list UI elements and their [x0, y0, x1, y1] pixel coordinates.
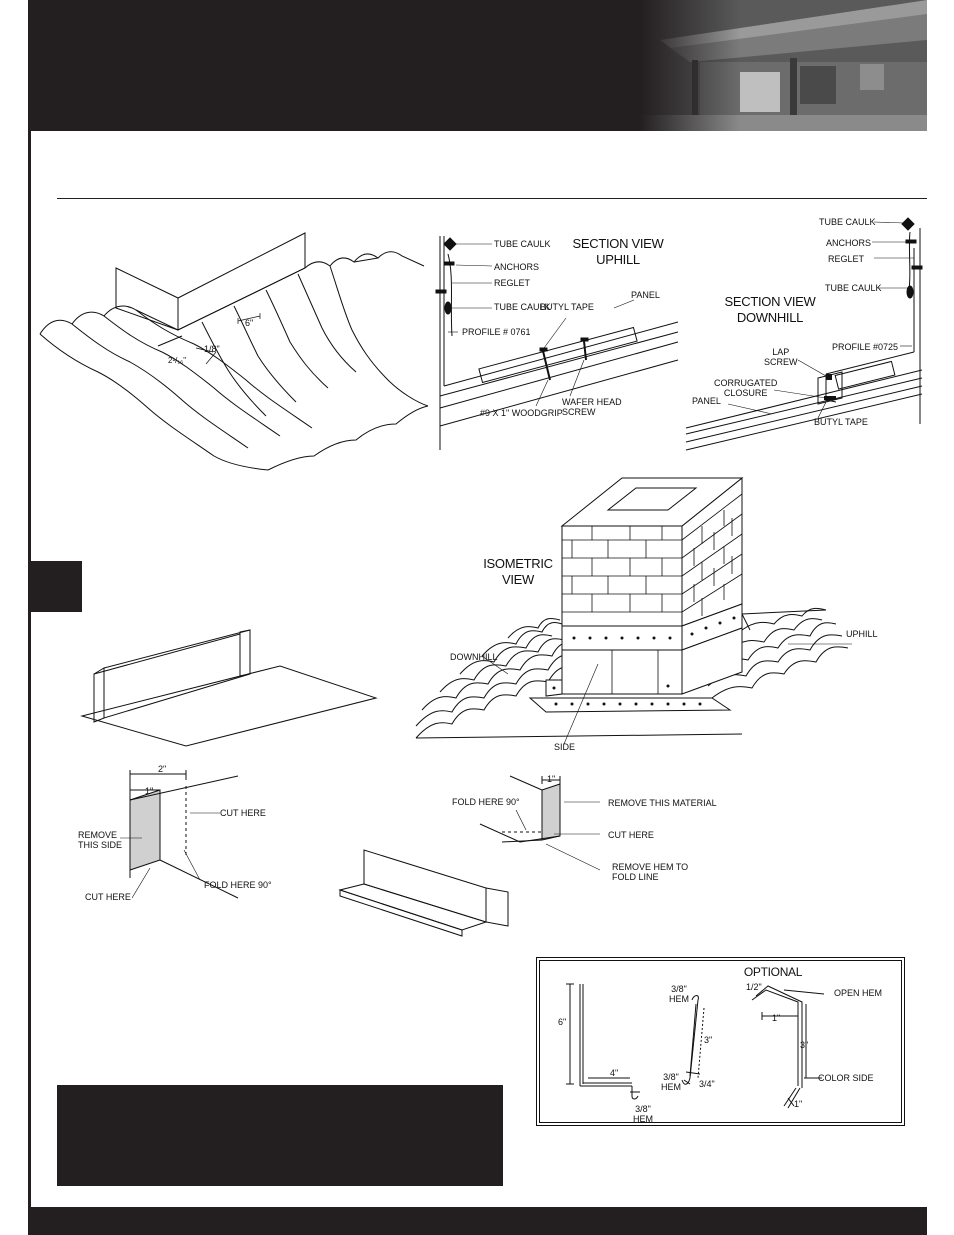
profile-hem-bottom: 3/8" HEM: [633, 1104, 653, 1124]
cut-left-cut-top-label: CUT HERE: [220, 808, 266, 818]
isometric-title: ISOMETRIC VIEW: [483, 556, 553, 587]
cut-left-cut-bottom-label: CUT HERE: [85, 892, 131, 902]
profiles-box: [536, 957, 905, 1126]
section-uphill-title: SECTION VIEW UPHILL: [572, 236, 664, 267]
cut-right-dim-1: 1": [547, 774, 556, 784]
uphill-tube-caulk-top-label: TUBE CAULK: [494, 239, 551, 249]
dim-1-8-label: 1/8": [204, 344, 220, 354]
profile-dim-1-2: 1/2": [746, 982, 762, 992]
downhill-reglet-label: REGLET: [828, 254, 865, 264]
profiles-box-inner: [539, 960, 902, 1123]
profile-open-hem: OPEN HEM: [834, 988, 883, 998]
formed-flashing-figure: [338, 849, 509, 937]
profile-dim-3-4: 3/4": [699, 1079, 715, 1089]
cut-left-remove-label: REMOVE THIS SIDE: [78, 830, 123, 850]
dim-2-1-16-label: 2¹/₁₆": [168, 356, 187, 365]
downhill-panel-label: PANEL: [692, 396, 721, 406]
downhill-closure-label: CORRUGATED CLOSURE: [714, 378, 778, 398]
uphill-panel-label: PANEL: [631, 290, 660, 300]
base-flashing-figure: [80, 629, 378, 747]
uphill-reglet-label: REGLET: [494, 278, 531, 288]
uphill-anchors-label: ANCHORS: [494, 262, 540, 272]
downhill-tube-caulk-bottom-label: TUBE CAULK: [825, 283, 882, 293]
page-left-border: [28, 0, 31, 1235]
section-uphill-figure: [435, 236, 679, 450]
downhill-tube-caulk-top-label: TUBE CAULK: [819, 217, 876, 227]
cut-right-fold-label: FOLD HERE 90°: [452, 797, 520, 807]
cut-right-hem-label: REMOVE HEM TO FOLD LINE: [612, 862, 689, 882]
section-downhill-title: SECTION VIEW DOWNHILL: [724, 294, 816, 325]
wall-flashing-figure: [39, 232, 429, 471]
uphill-profile-label: PROFILE # 0761: [462, 327, 531, 337]
uphill-wafer-head-label: WAFER HEAD SCREW: [562, 397, 622, 417]
profiles-optional-title: OPTIONAL: [743, 965, 803, 979]
cut-left-fold-label: FOLD HERE 90°: [204, 880, 272, 890]
downhill-butyl-tape-label: BUTYL TAPE: [814, 417, 868, 427]
profile-hem-top: 3/8" HEM: [669, 984, 689, 1004]
isometric-downhill-label: DOWNHILL: [450, 652, 498, 662]
profile-dim-6: 6": [558, 1017, 567, 1027]
cut-pattern-right-figure: [479, 775, 601, 871]
section-rule: [57, 198, 927, 199]
section-downhill-figure: [685, 217, 923, 451]
isometric-uphill-label: UPHILL: [846, 629, 878, 639]
profile-color-side: COLOR SIDE: [818, 1073, 874, 1083]
profile-hem-mid: 3/8" HEM: [661, 1072, 681, 1092]
uphill-butyl-tape-label: BUTYL TAPE: [540, 302, 594, 312]
downhill-lap-screw-label: LAP SCREW: [764, 347, 798, 367]
side-tab: [31, 561, 82, 612]
profiles-figure: [566, 983, 825, 1109]
profile-dim-3-optional: 3": [800, 1040, 809, 1050]
dim-6-label: 6": [245, 318, 254, 328]
cut-left-dim-2: 2": [158, 764, 167, 774]
isometric-chimney-figure: [415, 476, 852, 745]
profile-dim-1-bottom: 1": [794, 1099, 803, 1109]
profile-dim-1-top: 1": [772, 1013, 781, 1023]
cut-right-cut-label: CUT HERE: [608, 830, 654, 840]
profile-dim-4: 4": [610, 1068, 619, 1078]
cut-right-remove-label: REMOVE THIS MATERIAL: [608, 798, 717, 808]
note-box: [57, 1085, 503, 1186]
profile-dim-3: 3": [704, 1035, 713, 1045]
cut-pattern-left-figure: [120, 770, 239, 899]
cut-left-dim-1: 1": [145, 786, 154, 796]
isometric-side-label: SIDE: [554, 742, 576, 752]
footer-band: [31, 1207, 927, 1235]
house-porch-photo-icon: [640, 0, 927, 131]
downhill-anchors-label: ANCHORS: [826, 238, 872, 248]
uphill-tube-caulk-bottom-label: TUBE CAULK: [494, 302, 551, 312]
downhill-profile-label: PROFILE #0725: [832, 342, 899, 352]
uphill-woodgrip-label: #9 X 1" WOODGRIP: [480, 408, 563, 418]
